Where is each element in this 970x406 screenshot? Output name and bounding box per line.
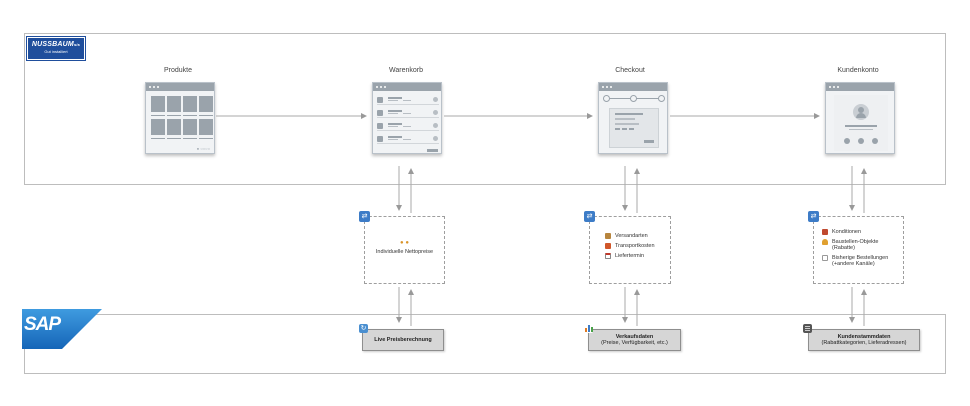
stage-label-produkte: Produkte — [163, 67, 193, 74]
sync-item-label: Transportkosten — [615, 243, 655, 249]
kundenkonto-sync-items: Konditionen Baustellen-Objekte (Rabatte)… — [822, 229, 902, 271]
sync-item-label: Versandarten — [615, 233, 648, 239]
truck-icon — [605, 243, 611, 249]
sync-item-label: Bisherige Bestellungen (+andere Kanäle) — [832, 255, 889, 267]
brand-tagline: Gut installiert — [44, 49, 68, 54]
produkte-page-mockup: ● ○○○○ — [145, 82, 215, 154]
sync-item-label: Individuelle Nettopreise — [375, 249, 434, 255]
sync-item-label: Konditionen — [832, 229, 862, 235]
refresh-icon: ↻ — [359, 324, 368, 333]
sap-box-kundenstammdaten: Kundenstammdaten (Rabattkategorien, Lief… — [808, 329, 920, 351]
list-item: Bisherige Bestellungen (+andere Kanäle) — [822, 255, 902, 267]
warenkorb-page-mockup — [372, 82, 442, 154]
list-item: Konditionen — [822, 229, 902, 235]
list-item: Versandarten — [605, 233, 671, 239]
sap-logo-shape — [22, 309, 102, 349]
stage-label-checkout: Checkout — [615, 67, 645, 74]
sap-box-verkaufsdaten: Verkaufsdaten (Preise, Verfügbarkeit, et… — [588, 329, 681, 351]
stage-label-warenkorb: Warenkorb — [389, 67, 423, 74]
database-icon — [803, 324, 812, 333]
sap-box-title: Verkaufsdaten — [615, 334, 654, 340]
sync-icon: ⇄ — [808, 211, 819, 222]
sync-icon: ⇄ — [584, 211, 595, 222]
document-icon — [822, 255, 828, 261]
box-icon — [605, 233, 611, 239]
conditions-icon — [822, 229, 828, 235]
brand-suffix: sis — [73, 42, 81, 47]
sync-item-label: Liefertermin — [615, 253, 645, 259]
list-item: Baustellen-Objekte (Rabatte) — [822, 239, 902, 251]
sap-logo-text: SAP — [24, 314, 61, 335]
checkout-sync-card — [589, 216, 671, 284]
warenkorb-sync-card — [364, 216, 445, 284]
list-item: Transportkosten — [605, 243, 671, 249]
calendar-icon — [605, 253, 611, 259]
kundenkonto-page-mockup — [825, 82, 895, 154]
checkout-page-mockup — [598, 82, 668, 154]
nussbaum-logo: NUSSBAUMsis Gut installiert — [27, 37, 85, 60]
sap-box-subtitle: (Rabattkategorien, Lieferadressen) — [821, 340, 907, 346]
sap-box-title: Live Preisberechnung — [374, 337, 432, 343]
sap-box-live-preisberechnung: Live Preisberechnung — [362, 329, 444, 351]
sync-icon: ⇄ — [359, 211, 370, 222]
sap-logo: SAP — [0, 303, 102, 355]
chart-icon — [584, 324, 593, 333]
webshop-frame — [24, 33, 946, 185]
construction-icon — [822, 239, 828, 245]
sap-box-subtitle: (Preise, Verfügbarkeit, etc.) — [601, 340, 668, 346]
kundenkonto-sync-card — [813, 216, 904, 284]
sync-item-label: Baustellen-Objekte (Rabatte) — [832, 239, 879, 251]
people-icon: ● ● — [400, 240, 409, 246]
sap-box-title: Kundenstammdaten — [837, 334, 891, 340]
checkout-sync-items: Versandarten Transportkosten Liefertermi… — [605, 233, 671, 263]
brand-name: NUSSBAUM — [31, 41, 74, 48]
list-item: Liefertermin — [605, 253, 671, 259]
stage-label-kundenkonto: Kundenkonto — [837, 67, 879, 74]
warenkorb-sync-items: ● ● Individuelle Nettopreise — [364, 240, 445, 255]
